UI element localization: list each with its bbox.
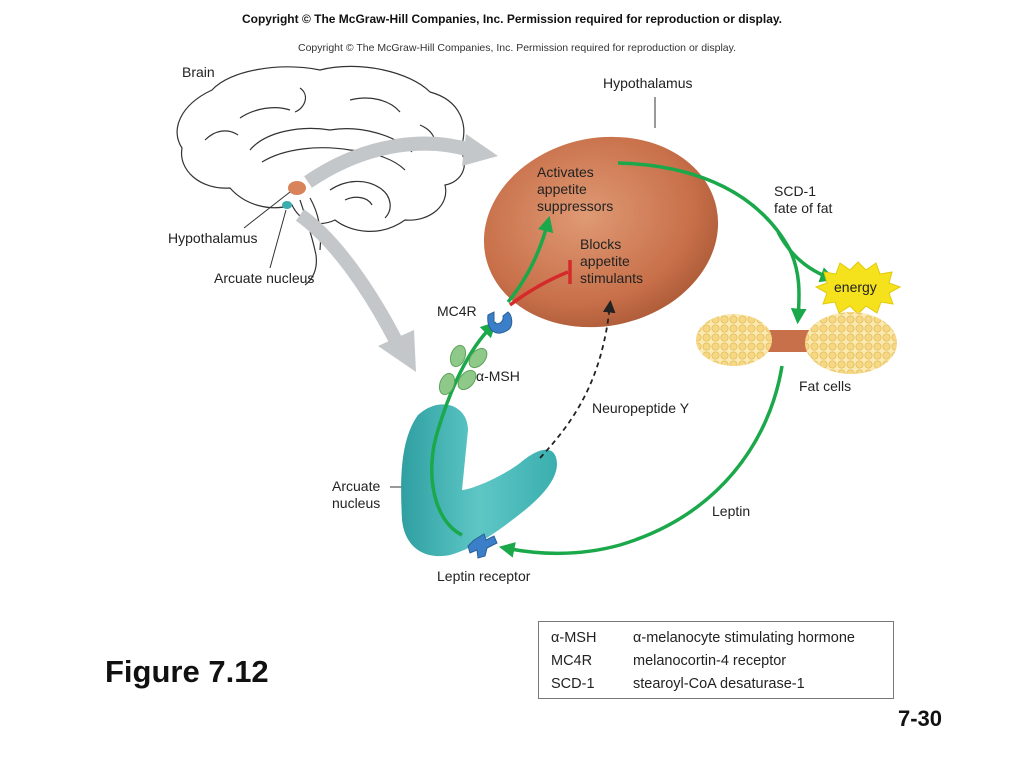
energy-arrow [776,231,836,283]
block-inhibition-line [508,260,572,307]
legend-definition: α-melanocyte stimulating hormone [633,630,855,646]
brain-arcuate-spot [282,201,292,209]
activates-arrow [506,215,554,304]
legend-abbreviation: SCD-1 [551,676,595,692]
scd1-arrow [617,161,807,325]
mc4r-receptor [487,311,513,334]
slide-number: 7-30 [898,706,943,731]
brain-arcuate-label: Arcuate nucleus [214,270,315,286]
arcuate-to-mc4r-arrow [430,321,497,537]
arcuate-nucleus-body [401,404,557,557]
neuropeptide-y-label: Neuropeptide Y [592,400,690,416]
abbreviation-legend: α-MSH α-melanocyte stimulating hormone M… [538,621,894,699]
brain-label: Brain [182,64,215,80]
energy-label: energy [834,279,877,295]
hypothalamus-label: Hypothalamus [603,75,693,91]
alpha-msh-label: α-MSH [476,368,520,384]
fat-cells-illustration [696,312,897,374]
hypothalamus-body [483,136,719,328]
mc4r-label: MC4R [437,303,477,319]
copyright-notice: Copyright © The McGraw-Hill Companies, I… [241,12,783,26]
arcuate-nucleus-label: Arcuate nucleus [332,478,381,511]
legend-abbreviation: MC4R [551,653,593,669]
gray-arrow-to-hypothalamus [304,134,498,188]
scd1-label: SCD-1 fate of fat [774,183,833,216]
gray-arrow-to-arcuate [295,209,416,372]
leptin-receptor-label: Leptin receptor [437,568,531,584]
legend-definition: melanocortin-4 receptor [633,653,787,669]
brain-hypothalamus-label: Hypothalamus [168,230,258,246]
legend-abbreviation: α-MSH [551,630,597,646]
blocks-label: Blocks appetite stimulants [580,236,644,286]
fat-cells-label: Fat cells [799,378,852,394]
brain-label-leaders [243,97,656,488]
leptin-receptor [467,533,498,559]
activates-label: Activates appetite suppressors [537,164,614,214]
alpha-msh-molecules [438,344,488,396]
leptin-arrow [498,365,784,558]
brain-hypothalamus-spot [288,181,306,195]
leptin-label: Leptin [712,503,751,519]
legend-definition: stearoyl-CoA desaturase-1 [633,676,805,692]
figure-label: Figure 7.12 [105,654,269,689]
figure-copyright-notice: Copyright © The McGraw-Hill Companies, I… [298,42,737,54]
neuropeptide-y-arrow [539,299,616,459]
